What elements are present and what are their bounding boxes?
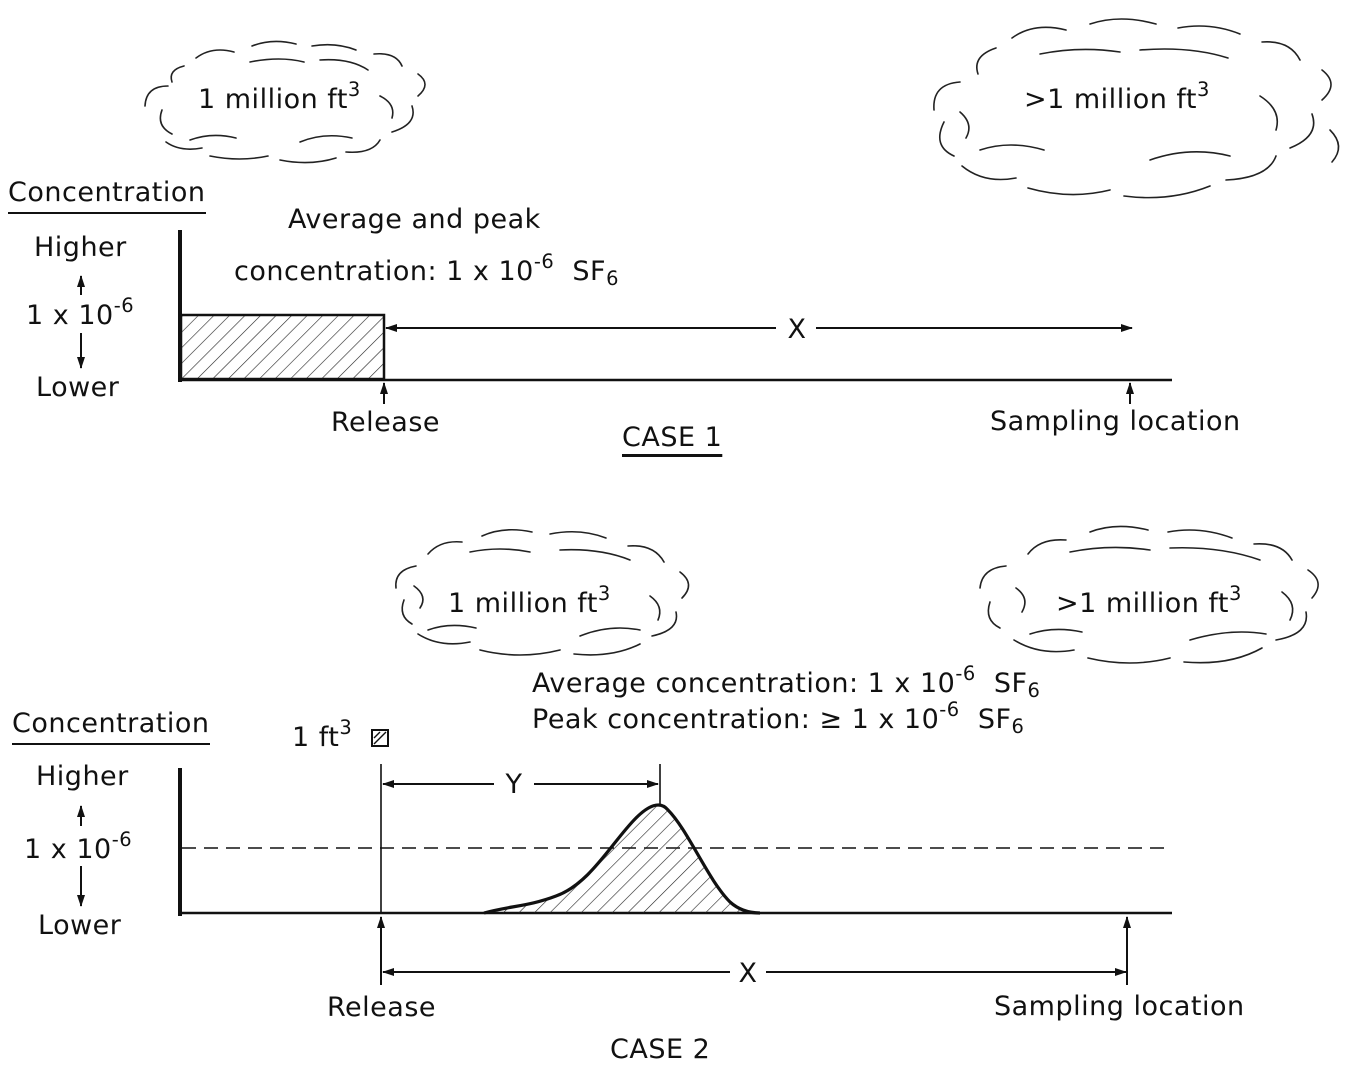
case2-title: CASE 2 (610, 1034, 711, 1065)
case2-concentration-peak (484, 804, 760, 913)
case1-axis-level: 1 x 10-6 (26, 293, 135, 331)
case1-sampling-label: Sampling location (990, 406, 1241, 437)
case1-distance-label: X (787, 314, 807, 345)
case2-axis-level: 1 x 10-6 (24, 827, 133, 865)
case1-release-label: Release (331, 407, 440, 438)
case1-annotation-line2: concentration: 1 x 10-6 SF6 (234, 249, 619, 290)
case1-title: CASE 1 (622, 422, 723, 453)
case2-concentration-curve (483, 803, 761, 915)
case2-cloud-large-icon (979, 525, 1319, 664)
case2-cloud-small-icon (395, 528, 690, 656)
case1-cloud-small-icon (144, 40, 426, 164)
case2-average-label: Average concentration: 1 x 10-6 SF6 (532, 661, 1041, 702)
case1-axis-lower: Lower (36, 372, 120, 403)
case1-cloud-right-label: >1 million ft3 (1024, 77, 1210, 115)
source-cube-icon (371, 729, 389, 747)
case2-source-volume-label: 1 ft3 (292, 715, 353, 753)
case2-axis-lower: Lower (38, 910, 122, 941)
case1-concentration-block (179, 313, 386, 381)
case1-annotation-line1: Average and peak (288, 204, 541, 235)
case2-release-label: Release (327, 992, 436, 1023)
case2-peak-label: Peak concentration: ≥ 1 x 10-6 SF6 (532, 697, 1025, 738)
case2-axis-higher: Higher (36, 761, 129, 792)
case1-axis-higher: Higher (34, 232, 127, 263)
case1-cloud-left-label: 1 million ft3 (198, 77, 361, 115)
case1-cloud-large-icon (933, 18, 1340, 199)
case1-pointers (380, 382, 1134, 404)
case2-cloud-left-label: 1 million ft3 (448, 581, 611, 619)
case2-distance-label: X (738, 958, 758, 989)
case2-axis-title: Concentration (12, 710, 210, 745)
case2-y-label: Y (505, 769, 523, 800)
case1-axis-title: Concentration (8, 179, 206, 214)
case2-cloud-right-label: >1 million ft3 (1056, 581, 1242, 619)
case2-pointers (377, 916, 1131, 985)
case2-sampling-label: Sampling location (994, 991, 1245, 1022)
